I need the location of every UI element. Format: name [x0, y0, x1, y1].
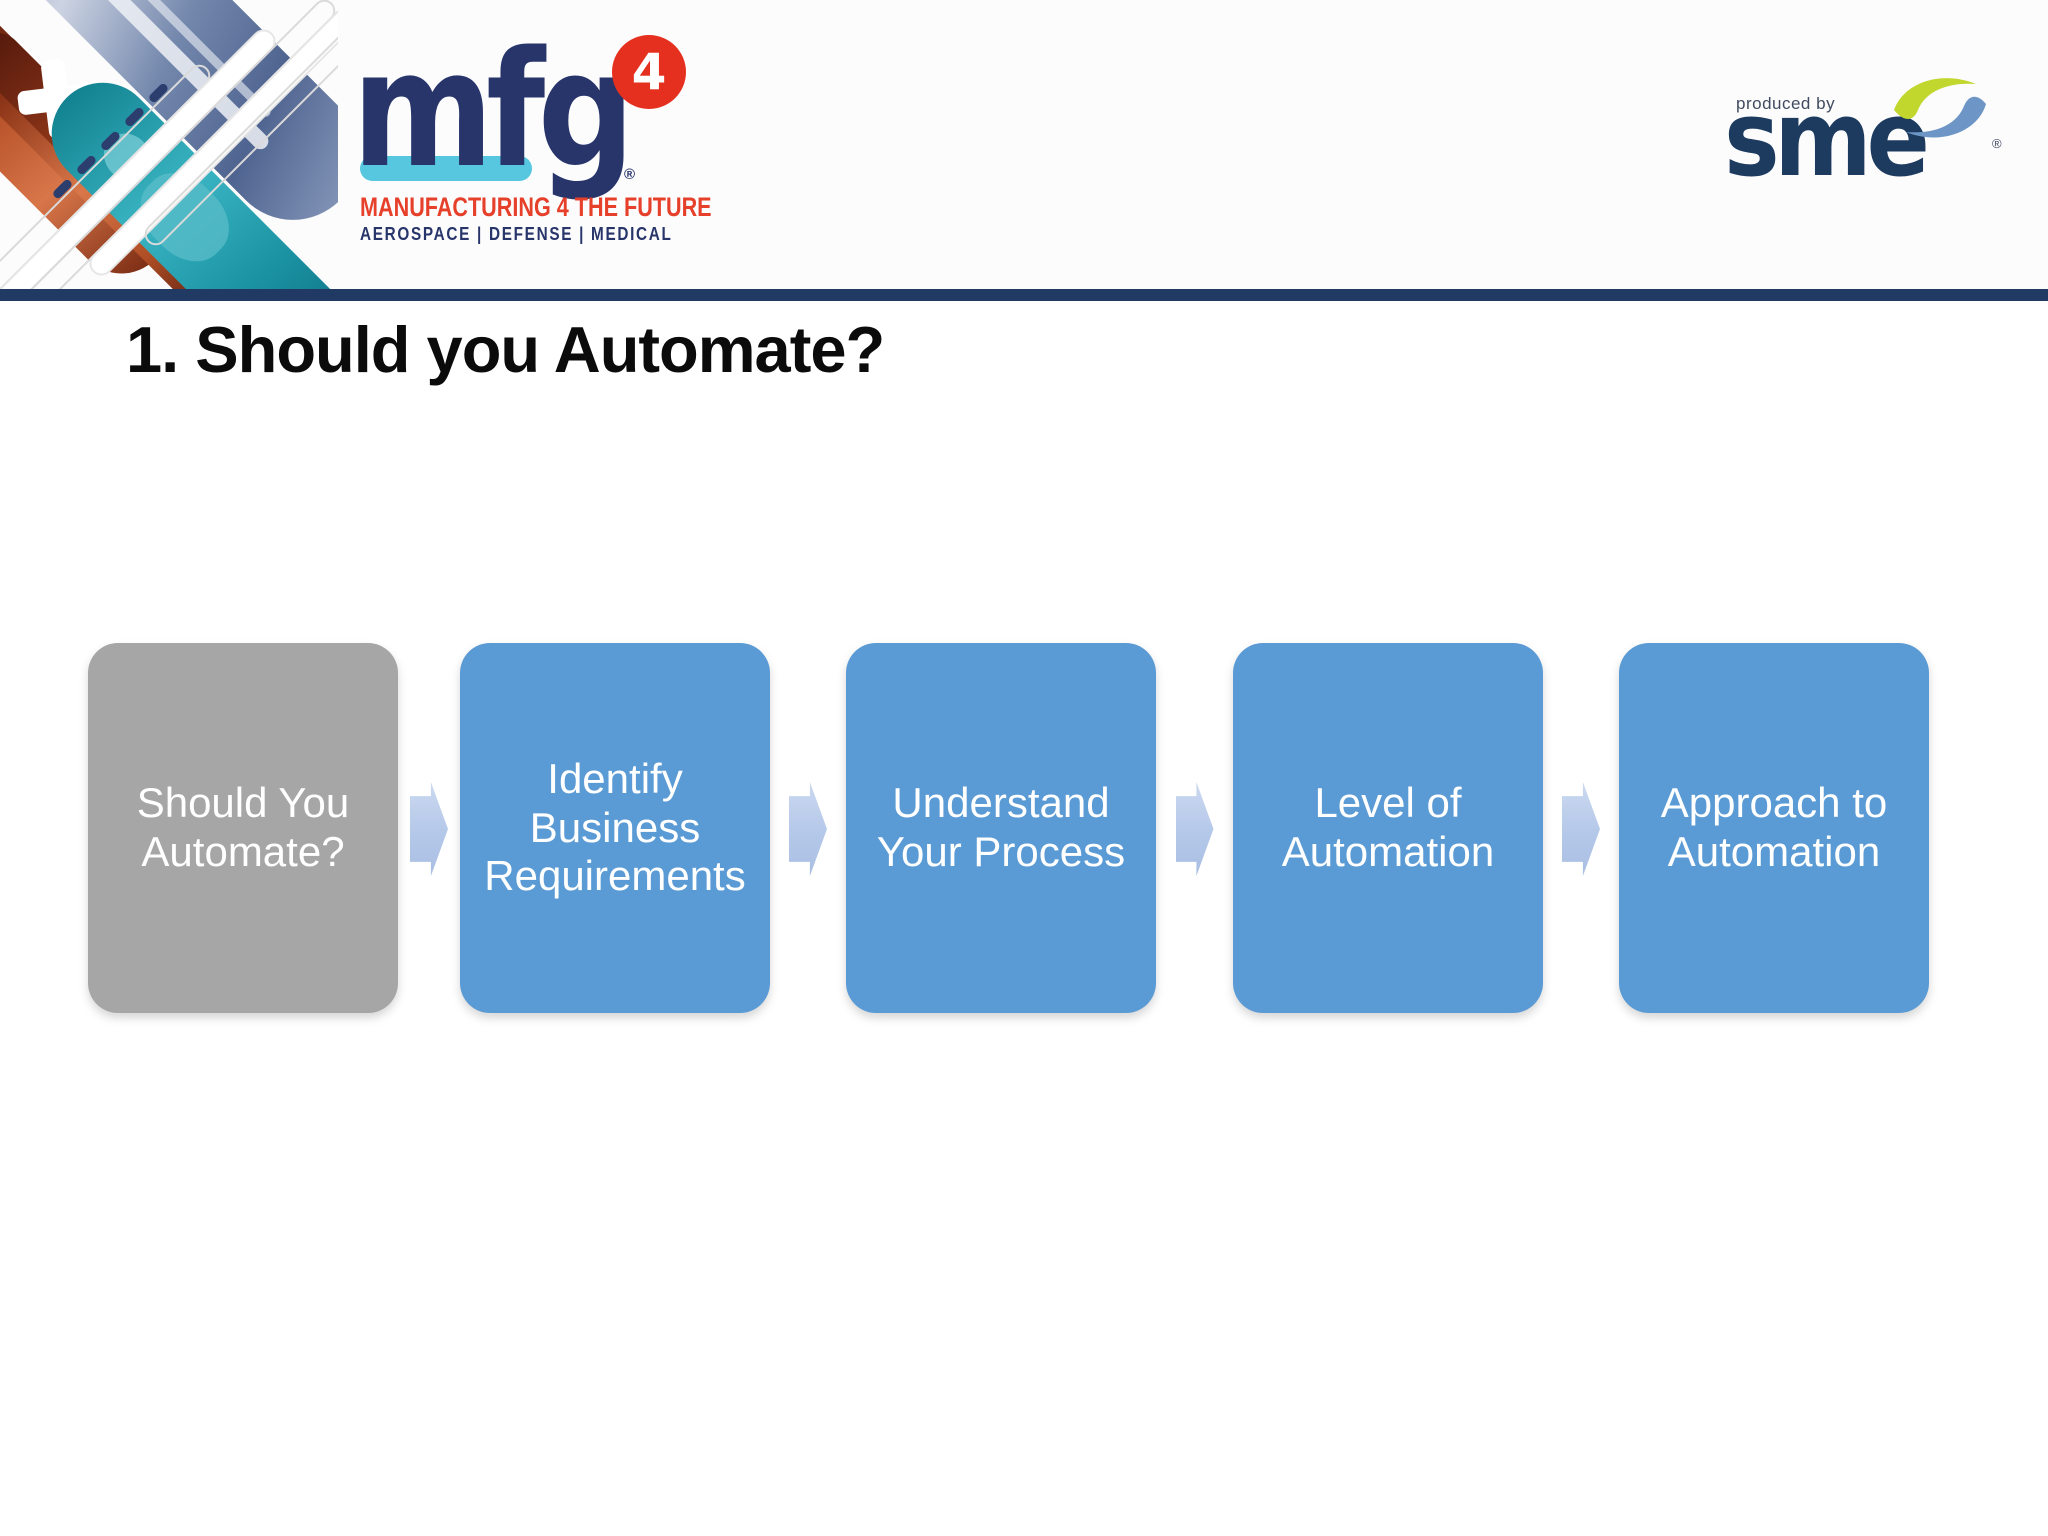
flow-arrow-icon [1562, 782, 1600, 876]
flow-arrow-icon [1175, 782, 1214, 876]
produced-by-label: produced by [1736, 94, 1836, 113]
mfg4-wordmark: mfg [352, 16, 635, 203]
flow-step-1: Should You Automate? [88, 643, 398, 1013]
collage-art [0, 0, 338, 289]
flow-step-4: Level of Automation [1233, 643, 1543, 1013]
process-flow: Should You Automate? Identify Business Re… [0, 643, 2048, 1015]
sme-wordmark: sme [1724, 78, 1930, 200]
mfg4-subtagline: AEROSPACE | DEFENSE | MEDICAL [360, 224, 673, 244]
mfg4-tagline: MANUFACTURING 4 THE FUTURE [360, 192, 712, 222]
mfg4-registered-mark: ® [624, 166, 636, 183]
flow-step-label: Understand Your Process [876, 779, 1126, 875]
flow-arrow-icon [789, 782, 827, 876]
flow-step-label: Identify Business Requirements [484, 754, 746, 900]
mfg4-logo: mfg 4 ® MANUFACTURING 4 THE FUTURE AEROS… [352, 8, 712, 248]
flow-step-3: Understand Your Process [846, 643, 1156, 1013]
header-divider-bar [0, 289, 2048, 301]
flow-step-label: Approach to Automation [1660, 779, 1888, 875]
slide-header: mfg 4 ® MANUFACTURING 4 THE FUTURE AEROS… [0, 0, 2048, 289]
mfg4-badge: 4 [612, 35, 686, 109]
sme-logo: produced by sme ® [1700, 60, 2010, 200]
flow-arrow-icon [410, 782, 448, 876]
slide-title: 1. Should you Automate? [126, 313, 885, 386]
mfg4-cyan-bar [360, 156, 532, 181]
flow-step-5: Approach to Automation [1619, 643, 1929, 1013]
sme-swoosh-icon [1894, 78, 1986, 138]
flow-step-label: Should You Automate? [136, 779, 350, 875]
flow-step-label: Level of Automation [1281, 779, 1495, 875]
flow-step-2: Identify Business Requirements [460, 643, 770, 1013]
sme-registered-mark: ® [1992, 136, 2002, 151]
